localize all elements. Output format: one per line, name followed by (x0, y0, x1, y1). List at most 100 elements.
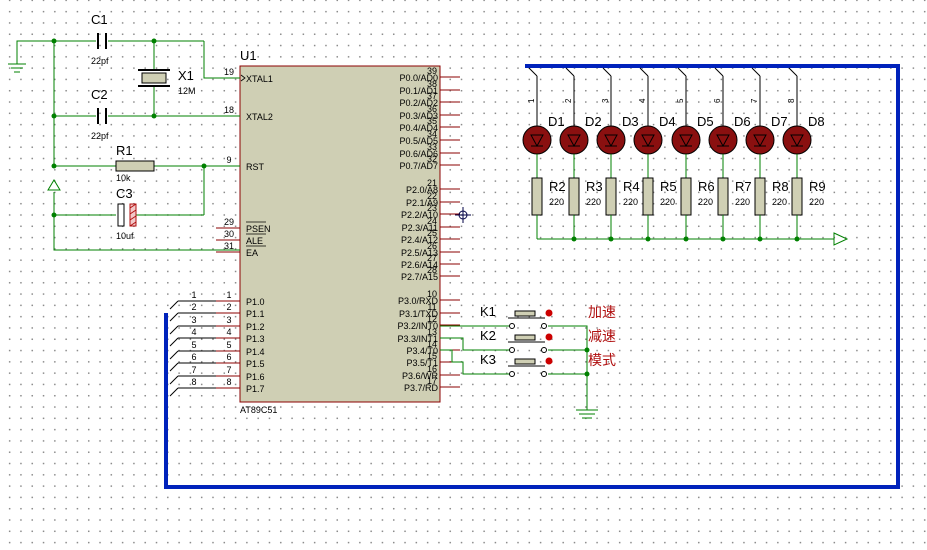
led[interactable]: 1D1 (522, 67, 565, 178)
capacitor-c1[interactable]: C1 22pf (91, 12, 109, 66)
led-bus-number: 2 (564, 98, 573, 103)
chip-pin-left[interactable]: 8P1.7 (216, 377, 265, 394)
pin-number: 16 (427, 364, 437, 374)
pin-name: P0.3/AD3 (399, 111, 438, 121)
led-ref: D6 (734, 114, 751, 129)
resistor-ref: R7 (735, 179, 752, 194)
chip-pin-left[interactable]: 5P1.4 (216, 340, 265, 357)
led[interactable]: 6D6 (708, 67, 751, 178)
chip-pin-left[interactable]: 6P1.5 (216, 352, 265, 369)
bus-number: 7 (191, 365, 196, 375)
resistor-value: 220 (660, 197, 675, 207)
switch-junctions (584, 347, 590, 377)
led[interactable]: 8D8 (782, 67, 825, 178)
chip-pin-left[interactable]: 1P1.0 (216, 290, 265, 307)
pin-name: P0.2/AD2 (399, 98, 438, 108)
pin-number: 28 (427, 265, 437, 275)
led-ref: D8 (808, 114, 825, 129)
led[interactable]: 3D3 (596, 67, 639, 178)
led-bus-number: 6 (713, 98, 722, 103)
switch-label: 减速 (588, 328, 616, 344)
pin-number: 6 (226, 352, 231, 362)
pin-number: 10 (427, 289, 437, 299)
led[interactable]: 2D2 (559, 67, 602, 178)
chip-pin-left[interactable]: 7P1.6 (216, 365, 265, 382)
pin-number: 32 (427, 154, 437, 164)
led[interactable]: 4D4 (633, 67, 676, 178)
switch-label: 模式 (588, 352, 616, 368)
chip-pin-left[interactable]: 3P1.2 (216, 315, 265, 332)
chip-u1[interactable]: U1 AT89C51 19XTAL118XTAL29RST29PSEN30ALE… (216, 48, 460, 415)
led-bus-number: 7 (750, 98, 759, 103)
chip-pin-left[interactable]: 2P1.1 (216, 302, 265, 319)
pin-number: 14 (427, 339, 437, 349)
clock-marker-icon (240, 74, 246, 82)
chip-right-pins: P0.0/AD039P0.1/AD138P0.2/AD237P0.3/AD336… (397, 66, 460, 393)
resistor-r1[interactable]: R1 10k (115, 143, 155, 183)
led[interactable]: 5D5 (671, 67, 714, 178)
r1-value: 10k (116, 173, 131, 183)
crystal-x1[interactable]: X1 12M (138, 68, 196, 96)
pin-name: RST (246, 162, 265, 172)
pin-name: XTAL2 (246, 112, 273, 122)
capacitor-c2[interactable]: C2 22pf (91, 87, 109, 141)
c3-value: 10uf (116, 231, 134, 241)
chip-pin-left[interactable]: 4P1.3 (216, 327, 265, 344)
pin-name: P0.4/AD4 (399, 123, 438, 133)
resistor-ref: R9 (809, 179, 826, 194)
pin-name: P3.6/WR (402, 371, 439, 381)
pin-number: 9 (226, 155, 231, 165)
resistor-value: 220 (809, 197, 824, 207)
bus-number: 5 (191, 340, 196, 350)
led[interactable]: 7D7 (745, 67, 788, 178)
pin-name: P0.1/AD1 (399, 86, 438, 96)
resistor-value: 220 (698, 197, 713, 207)
crosshair-icon (455, 207, 471, 223)
capacitor-c3[interactable]: C3 10uf (116, 186, 137, 241)
c1-value: 22pf (91, 56, 109, 66)
pin-number: 31 (224, 241, 234, 251)
data-bus (164, 64, 900, 489)
